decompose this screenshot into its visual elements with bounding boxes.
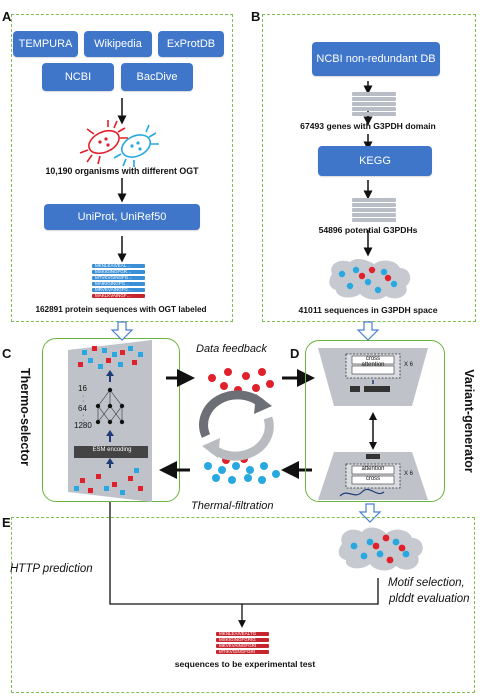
x6-bottom: X 6 [404,471,414,477]
plddt-evaluation-label: plddt evaluation [389,593,470,605]
cycle-arrow-bottom [209,416,274,461]
uniprot-box: UniProt, UniRef50 [44,204,200,230]
potential-stack-icon [352,198,396,222]
final-seq-bar: MKVKVAINGFGRI [216,644,269,648]
seq-bar: MTVKVGINGFG… [92,276,145,280]
panel-e-frame [11,517,475,693]
bacteria-icon [79,120,159,167]
ncbi-nr-db-box: NCBI non-redundant DB [312,42,440,76]
source-wikipedia-box: Wikipedia [84,31,152,57]
bottom-block-cross: cross [365,476,381,482]
seq-bar: MAIKIGINGFG… [92,282,145,286]
variant-generator-diagram [318,348,428,500]
potential-caption: 54896 potential G3PDHs [318,225,418,235]
layer-label-64: 64 [78,404,87,413]
bottom-block-attention-1: attention [361,466,385,472]
final-seq-bar: MKNLEAIVEALTG [216,632,269,636]
final-sequence-stack: MKNLEAIVEALTG MSKIGINGFGRIG MKVKVAINGFGR… [216,632,269,656]
final-seq-bar: MTIKVGINGFGRI [216,650,269,654]
panel-d-frame [305,340,445,502]
panel-b-letter: B [251,9,261,24]
organisms-caption: 10,190 organisms with different OGT [45,166,199,176]
seq-bar: MSKIGINGFGR… [92,270,145,274]
top-block-attention-1: attention [361,362,385,368]
panel-c-frame [42,338,180,502]
source-exprotdb-box: ExProtDB [158,31,224,57]
layer-dots-2: ·· [82,412,85,424]
x6-top: X 6 [404,362,414,368]
source-tempura-box: TEMPURA [13,31,78,57]
http-prediction-label: HTTP prediction [10,563,93,575]
panel-e-letter: E [2,515,11,530]
cycle-arrow-top [199,390,266,438]
seq-bar: MAKLKVAINGF… [92,294,145,298]
esm-encoding-label: ESM encoding [92,447,132,453]
motif-blob [338,527,423,571]
seq-bar: MRVKVAINGFG… [92,288,145,292]
source-bacdive-box: BacDive [121,63,193,91]
connector-from-d [242,578,379,605]
data-feedback-label: Data feedback [196,343,267,355]
layer-label-16: 16 [78,384,87,393]
space-caption: 41011 sequences in G3PDH space [298,305,438,315]
final-caption: sequences to be experimental test [174,659,316,669]
g3pdh-space-blob [329,258,411,300]
layer-label-1280: 1280 [74,421,92,430]
sequences-caption: 162891 protein sequences with OGT labele… [35,305,207,314]
panel-d-letter: D [290,346,300,361]
thermal-filtration-label: Thermal-filtration [191,500,274,512]
motif-selection-label: Motif selection, [388,577,465,589]
layer-dots-1: ·· [82,393,85,405]
connector-from-c [109,502,242,605]
source-ncbi-box: NCBI [42,63,114,91]
genes-caption: 67493 genes with G3PDH domain [300,121,436,131]
panel-c-letter: C [2,346,12,361]
top-block-cross: cross [365,356,381,362]
panel-a-letter: A [2,9,12,24]
gene-stack-icon [352,92,396,116]
sequence-stack-a: MKNLEAIVEAL… MSKIGINGFGR… MTVKVGINGFG… M… [92,264,145,300]
seq-bar: MKNLEAIVEAL… [92,264,145,268]
hollow-arrow-a [110,321,134,341]
final-seq-bar: MSKIGINGFGRIG [216,638,269,642]
thermo-selector-card [68,340,152,502]
hollow-arrow-b [356,321,380,341]
kegg-box: KEGG [318,146,432,176]
